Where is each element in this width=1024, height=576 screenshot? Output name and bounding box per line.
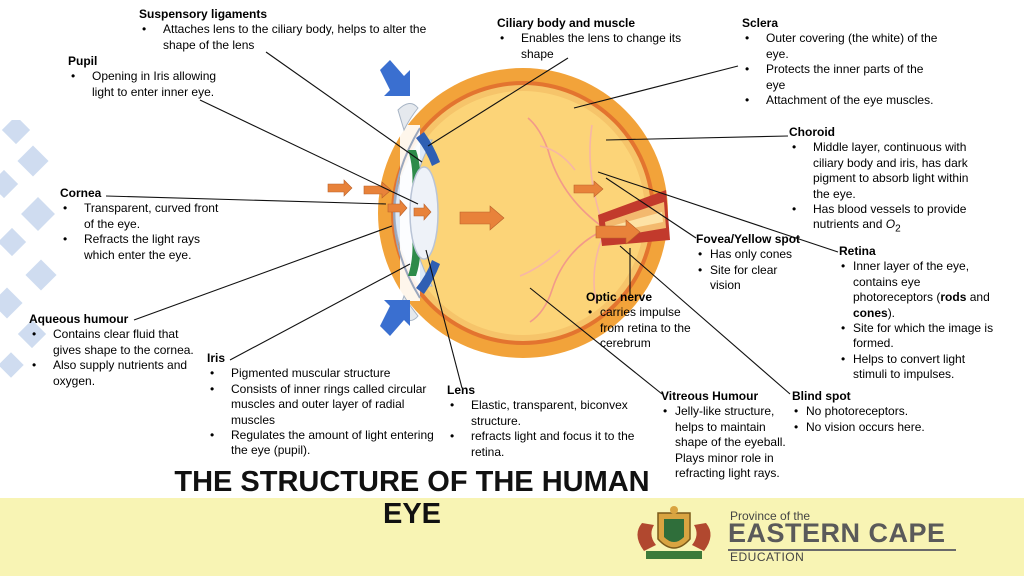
label-aqueous-humour: Aqueous humour Contains clear fluid that… xyxy=(29,312,201,389)
fovea-title-b: /Yellow spot xyxy=(730,232,801,246)
blindspot-title: Blind spot xyxy=(792,389,851,403)
blue-arrows xyxy=(380,60,410,336)
suspensory-title: Suspensory ligaments xyxy=(139,7,268,21)
retina-item-1-text: Inner layer of the eye, contains eye pho… xyxy=(853,259,970,305)
lens-item-1: Elastic, transparent, biconvex structure… xyxy=(447,398,657,429)
suspensory-item-1: Attaches lens to the ciliary body, helps… xyxy=(139,22,439,53)
retina-item-2: Site for which the image is formed. xyxy=(839,321,997,352)
choroid-title: Choroid xyxy=(789,125,835,139)
retina-rods: rods xyxy=(940,290,967,305)
blood-vessels xyxy=(519,117,603,323)
label-pupil: Pupil Opening in Iris allowing light to … xyxy=(68,54,238,100)
vitreous-title: Vitreous Humour xyxy=(661,389,759,403)
footer-band xyxy=(0,498,1024,576)
label-blind-spot: Blind spot No photoreceptors. No vision … xyxy=(792,389,952,436)
aqueous-item-1: Contains clear fluid that gives shape to… xyxy=(29,327,201,358)
retina-title: Retina xyxy=(839,244,876,258)
ciliary-body-top xyxy=(416,132,440,166)
eye-muscle-top xyxy=(397,103,419,132)
slide-title: THE STRUCTURE OF THE HUMAN EYE xyxy=(174,466,650,530)
sclera-item-2: Protects the inner parts of the eye xyxy=(742,62,938,93)
optic-title: Optic nerve xyxy=(586,290,653,304)
pupil-title: Pupil xyxy=(68,54,98,68)
label-retina: Retina Inner layer of the eye, contains … xyxy=(839,244,997,383)
lens-title: Lens xyxy=(447,383,476,397)
iris-item-1: Pigmented muscular structure xyxy=(207,366,441,382)
iris-title: Iris xyxy=(207,351,226,365)
aqueous-item-2: Also supply nutrients and oxygen. xyxy=(29,358,201,389)
oxygen-subscript: 2 xyxy=(895,223,901,235)
label-vitreous-humour: Vitreous Humour Jelly-like structure, he… xyxy=(661,389,787,481)
iris-item-2: Consists of inner rings called circular … xyxy=(207,382,441,428)
light-ray-arrows xyxy=(327,179,641,245)
choroid-item-1: Middle layer, continuous with ciliary bo… xyxy=(789,140,979,202)
cornea-item-1: Transparent, curved front of the eye. xyxy=(60,201,220,232)
label-choroid: Choroid Middle layer, continuous with ci… xyxy=(789,125,979,237)
vitreous-item-1: Jelly-like structure, helps to maintain … xyxy=(661,404,787,481)
fovea-title: Fovea/Yellow spot xyxy=(696,232,808,247)
pupil-item-1: Opening in Iris allowing light to enter … xyxy=(68,69,238,100)
ciliary-item-1: Enables the lens to change its shape xyxy=(497,31,707,62)
choroid-item-2: Has blood vessels to provide nutrients a… xyxy=(789,202,979,237)
logo-department-text: EDUCATION xyxy=(730,550,805,564)
sclera-item-1: Outer covering (the white) of the eye. xyxy=(742,31,938,62)
label-fovea: Fovea/Yellow spot Has only cones Site fo… xyxy=(696,232,808,294)
logo-province-text: Province of the xyxy=(730,509,811,523)
label-sclera: Sclera Outer covering (the white) of the… xyxy=(742,16,938,109)
oxygen-symbol: O xyxy=(885,217,896,232)
cornea-item-2: Refracts the light rays which enter the … xyxy=(60,232,220,263)
ciliary-body-bottom xyxy=(416,260,440,294)
coat-of-arms-icon xyxy=(637,506,711,559)
label-cornea: Cornea Transparent, curved front of the … xyxy=(60,186,220,263)
cornea-title: Cornea xyxy=(60,186,102,200)
aqueous-title: Aqueous humour xyxy=(29,312,129,326)
label-optic-nerve: Optic nerve carries impulse from retina … xyxy=(586,290,696,352)
optic-item-1: carries impulse from retina to the cereb… xyxy=(586,305,696,351)
label-iris: Iris Pigmented muscular structure Consis… xyxy=(207,351,441,459)
leader-lines xyxy=(105,51,839,395)
logo-brand-text: EASTERN CAPE xyxy=(728,518,946,548)
lens-item-2: refracts light and focus it to the retin… xyxy=(447,429,657,460)
sclera-item-3: Attachment of the eye muscles. xyxy=(742,93,938,109)
blindspot-item-1: No photoreceptors. xyxy=(792,404,952,420)
retina-cones: cones xyxy=(853,305,888,320)
choroid-item-2-text: Has blood vessels to provide nutrients a… xyxy=(813,202,967,232)
iris-item-3: Regulates the amount of light entering t… xyxy=(207,428,441,459)
label-suspensory-ligaments: Suspensory ligaments Attaches lens to th… xyxy=(139,7,439,53)
logo-rule xyxy=(728,549,956,551)
retina-item-1: Inner layer of the eye, contains eye pho… xyxy=(839,259,997,321)
ciliary-title: Ciliary body and muscle xyxy=(497,16,636,30)
blindspot-item-2: No vision occurs here. xyxy=(792,420,952,436)
fovea-title-a: Fovea xyxy=(696,232,731,246)
eastern-cape-logo: Province of the EASTERN CAPE EDUCATION xyxy=(628,505,968,564)
sclera-title: Sclera xyxy=(742,16,779,30)
retina-end: ). xyxy=(887,305,896,320)
vitreous-body xyxy=(401,91,645,335)
fovea-item-2: Site for clear vision xyxy=(696,263,808,294)
retina-and: and xyxy=(966,290,990,305)
retina-item-3: Helps to convert light stimuli to impuls… xyxy=(839,352,997,383)
label-ciliary-body: Ciliary body and muscle Enables the lens… xyxy=(497,16,707,62)
fovea-item-1: Has only cones xyxy=(696,247,808,263)
label-lens: Lens Elastic, transparent, biconvex stru… xyxy=(447,383,657,460)
